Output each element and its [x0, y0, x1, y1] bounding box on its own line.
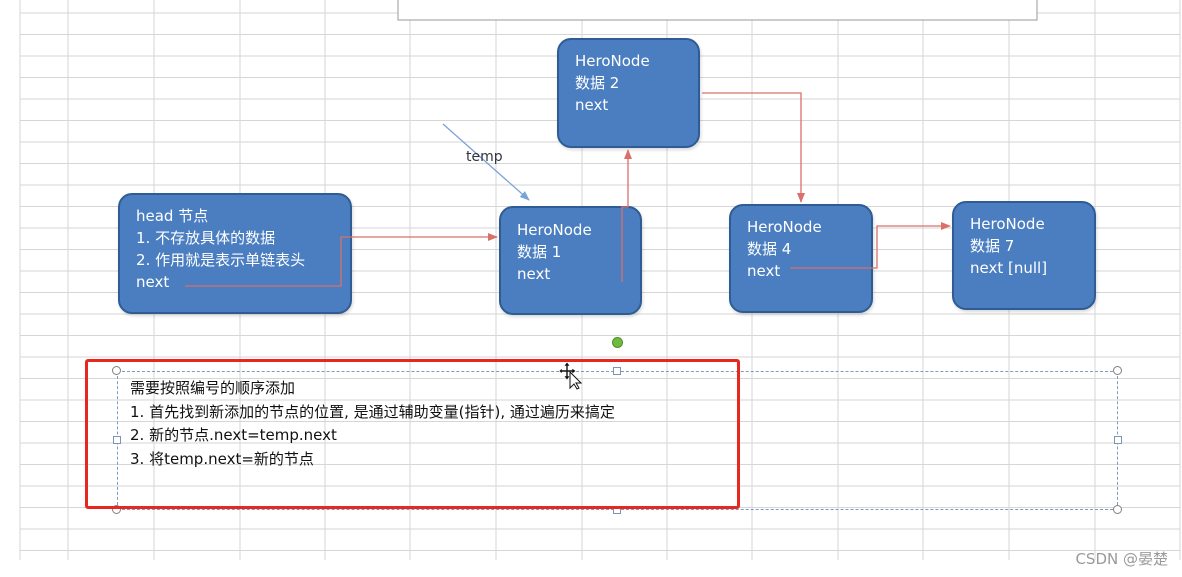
heronode-7: HeroNode 数据 7 next [null] [952, 201, 1096, 310]
instruction-step-1: 1. 首先找到新添加的节点的位置, 是通过辅助变量(指针), 通过遍历来搞定 [130, 402, 615, 421]
resize-handle-bottom-left[interactable] [112, 505, 121, 514]
resize-handle-left-middle[interactable] [113, 436, 121, 444]
move-cursor-icon [559, 362, 583, 390]
heronode-1-type: HeroNode [517, 221, 592, 239]
instruction-heading: 需要按照编号的顺序添加 [130, 379, 296, 397]
heronode-2-next: next [575, 96, 609, 114]
watermark: CSDN @晏楚 [1075, 550, 1168, 568]
head-node-next: next [136, 273, 170, 291]
red-highlight-box [85, 359, 740, 509]
node4-to-node7-arrow [790, 222, 951, 269]
head-node: head 节点 1. 不存放具体的数据 2. 作用就是表示单链表头 next [118, 193, 352, 314]
heronode-4: HeroNode 数据 4 next [729, 204, 873, 313]
head-node-title: head 节点 [136, 207, 209, 225]
resize-handle-right-middle[interactable] [1114, 436, 1122, 444]
heronode-2-type: HeroNode [575, 52, 650, 70]
instruction-text: 需要按照编号的顺序添加 1. 首先找到新添加的节点的位置, 是通过辅助变量(指针… [130, 377, 615, 471]
head-node-desc-1: 1. 不存放具体的数据 [136, 229, 276, 247]
resize-handle-top-left[interactable] [112, 366, 121, 375]
resize-handle-bottom-right[interactable] [1113, 505, 1122, 514]
rotate-handle[interactable] [612, 337, 623, 348]
instruction-step-3: 3. 将temp.next=新的节点 [130, 449, 314, 468]
temp-label: temp [466, 149, 503, 165]
heronode-1: HeroNode 数据 1 next [499, 206, 642, 315]
heronode-7-type: HeroNode [970, 215, 1045, 233]
heronode-1-next: next [517, 265, 551, 283]
node2-to-node4-arrow [702, 92, 805, 203]
top-partial-box [397, 0, 1038, 21]
node1-to-node2-arrow [621, 149, 632, 282]
heronode-7-data: 数据 7 [970, 237, 1015, 255]
resize-handle-top-middle[interactable] [613, 367, 621, 375]
heronode-2-data: 数据 2 [575, 74, 620, 92]
heronode-7-next: next [null] [970, 259, 1048, 277]
heronode-1-data: 数据 1 [517, 243, 562, 261]
temp-pointer-arrow [442, 123, 530, 201]
head-to-node1-arrow [185, 233, 498, 287]
heronode-4-data: 数据 4 [747, 240, 792, 258]
head-node-desc-2: 2. 作用就是表示单链表头 [136, 251, 306, 269]
instruction-step-2: 2. 新的节点.next=temp.next [130, 426, 337, 444]
heronode-2: HeroNode 数据 2 next [557, 38, 700, 148]
heronode-4-next: next [747, 262, 781, 280]
resize-handle-top-right[interactable] [1113, 366, 1122, 375]
heronode-4-type: HeroNode [747, 218, 822, 236]
